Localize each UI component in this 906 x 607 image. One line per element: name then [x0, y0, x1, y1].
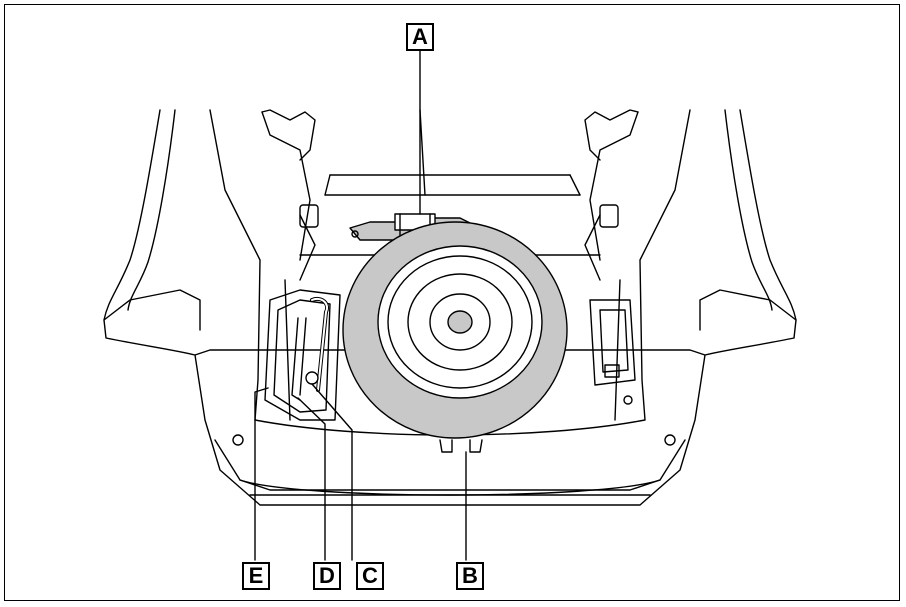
right-storage: [589, 299, 636, 405]
callout-b-spare-tire: B: [456, 562, 484, 590]
leader-lines: [254, 49, 467, 561]
callout-a-jack: A: [406, 23, 434, 51]
spare-tire: [342, 221, 568, 453]
tool-tray: [264, 289, 341, 421]
callout-d-tool: D: [313, 562, 341, 590]
callout-e-tool: E: [242, 562, 270, 590]
callout-c-tool: C: [356, 562, 384, 590]
